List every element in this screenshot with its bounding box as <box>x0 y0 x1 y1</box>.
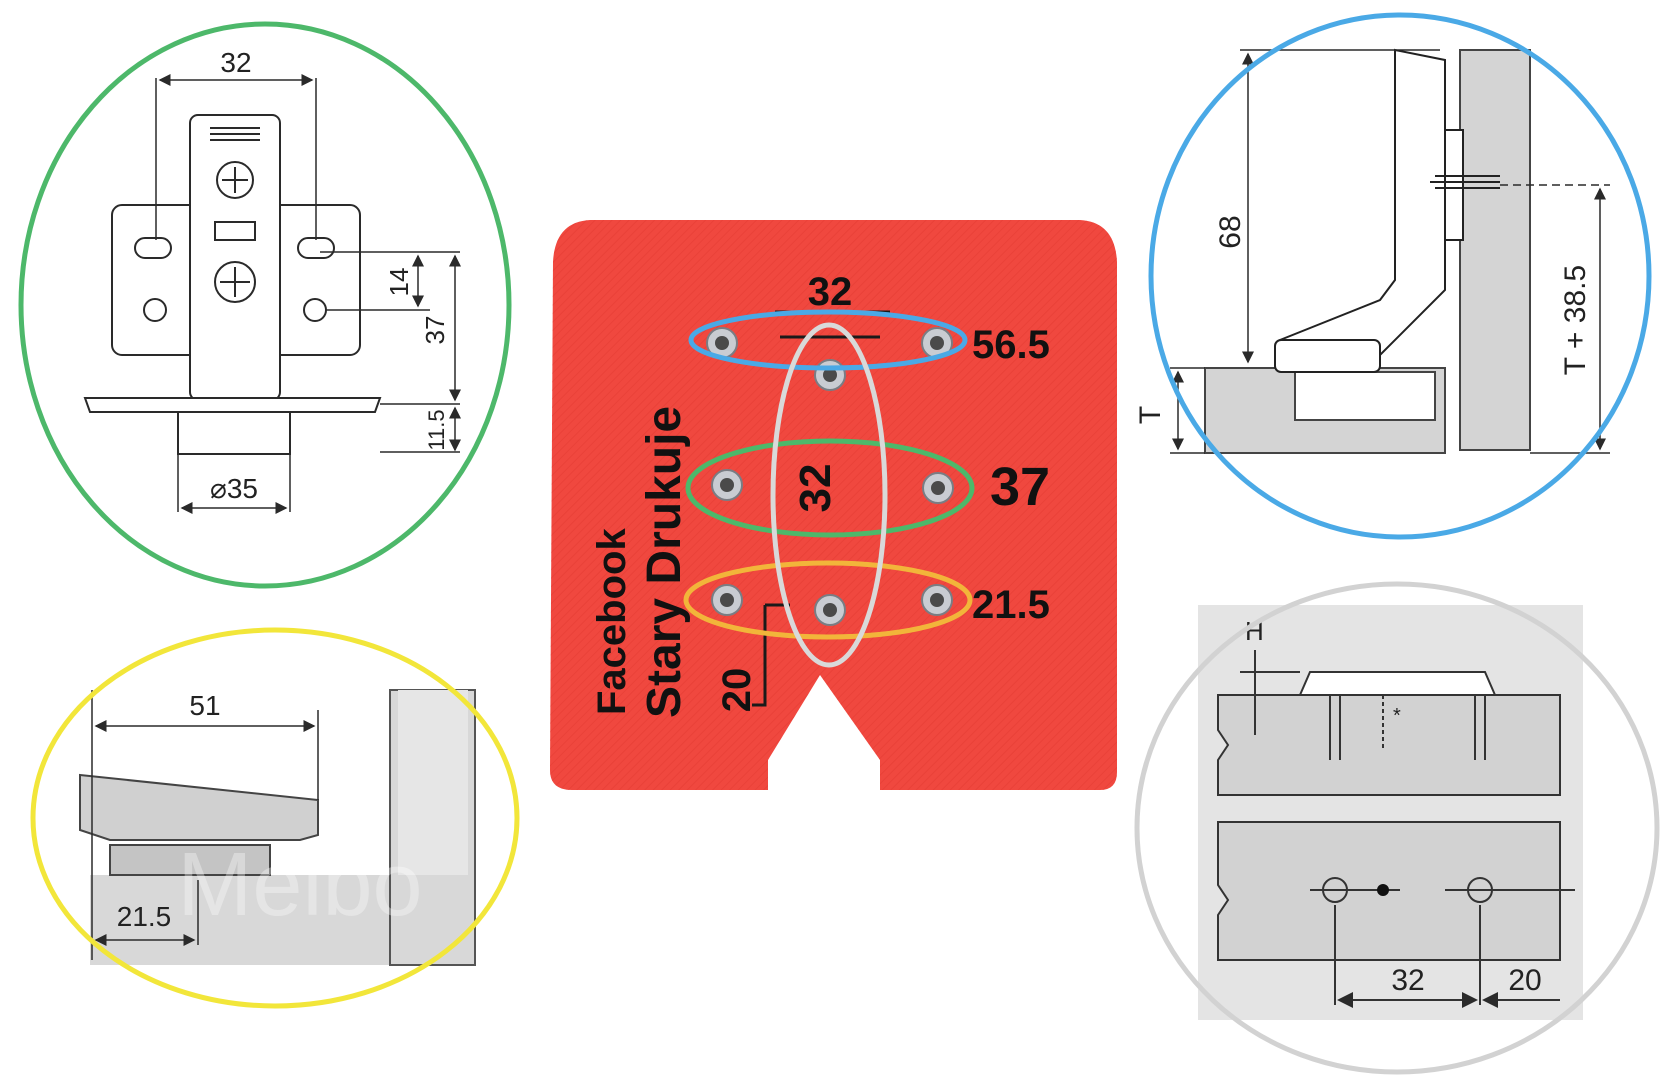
hinge-height-large-dimension: 37 <box>420 316 450 345</box>
brand-line-2: Stary Drukuje <box>638 406 691 718</box>
hole-bottom-right <box>921 584 953 616</box>
green-template-ring <box>685 438 975 538</box>
top-spacing-label: 32 <box>808 270 853 314</box>
overlay-section-diagram: 51 21.5 Melbo <box>79 689 476 966</box>
overlay-offset-dimension: 21.5 <box>117 901 172 932</box>
center-point-icon <box>1377 884 1389 896</box>
star-mark: * <box>1393 705 1401 727</box>
hinge-arm-side <box>1279 48 1446 356</box>
brand-line-1: Facebook <box>590 528 634 715</box>
blue-highlight-ring <box>1148 12 1652 540</box>
hole-bottom-center <box>814 594 846 626</box>
offset-top-label: 56.5 <box>972 323 1050 367</box>
hinge-base-flange <box>83 397 382 413</box>
hole-middle-left <box>711 469 743 501</box>
hinge-width-dimension: 32 <box>220 47 251 78</box>
side-view-diagram: 68 T T + 38.5 <box>1134 48 1610 454</box>
right-hole-icon <box>303 298 327 322</box>
panel-section <box>1217 694 1561 796</box>
hole-middle-right <box>922 472 954 504</box>
reach-dimension: 51 <box>189 690 220 721</box>
hinge-arm-profile <box>79 773 319 841</box>
door-panel <box>1459 49 1531 451</box>
hinge-arm <box>189 114 281 401</box>
left-slot-icon <box>134 237 172 259</box>
offset-formula-label: T + 38.5 <box>1559 265 1592 375</box>
height-dimension: 68 <box>1214 215 1247 248</box>
watermark: Melbo <box>177 835 422 935</box>
hole-top-center <box>814 359 846 391</box>
hinge-window <box>214 221 256 241</box>
center-spacing-label: 32 <box>791 464 840 513</box>
hinge-height-small-dimension: 14 <box>384 268 414 297</box>
right-slot-icon <box>297 237 335 259</box>
gray-template-ring <box>770 322 888 668</box>
hinge-cup-side <box>1274 339 1381 373</box>
yellow-template-ring <box>683 560 973 640</box>
drilling-template: 32 32 56.5 37 21.5 20 Facebook Stary Dru… <box>550 220 1117 790</box>
edge-distance-label: 20 <box>715 668 759 713</box>
green-highlight-ring <box>18 21 512 589</box>
mounting-plate-diagram: H * 32 20 <box>1198 605 1583 1020</box>
plate-profile <box>1298 671 1497 696</box>
hinge-plate-diagram: 32 14 37 11.5 ⌀35 <box>83 47 461 514</box>
mounting-plate-side <box>1444 129 1464 241</box>
yellow-highlight-ring <box>30 627 520 1009</box>
hinge-cup <box>177 411 291 455</box>
blue-template-ring <box>688 309 968 371</box>
hole-bottom-left <box>711 584 743 616</box>
offset-bottom-label: 21.5 <box>972 583 1050 627</box>
cup-diameter-dimension: ⌀35 <box>210 473 258 504</box>
plate-edge-dimension: 20 <box>1508 964 1541 997</box>
offset-middle-label: 37 <box>990 457 1050 517</box>
left-hole-icon <box>143 298 167 322</box>
hinge-bottom-dimension: 11.5 <box>424 409 449 450</box>
hole-top-right <box>921 327 953 359</box>
gray-highlight-ring <box>1134 581 1660 1075</box>
cup-recess <box>1294 371 1436 421</box>
mounting-plate-profile <box>109 844 271 876</box>
hole-top-left <box>706 327 738 359</box>
plate-spacing-dimension: 32 <box>1391 964 1424 997</box>
thickness-label: T <box>1134 406 1167 424</box>
